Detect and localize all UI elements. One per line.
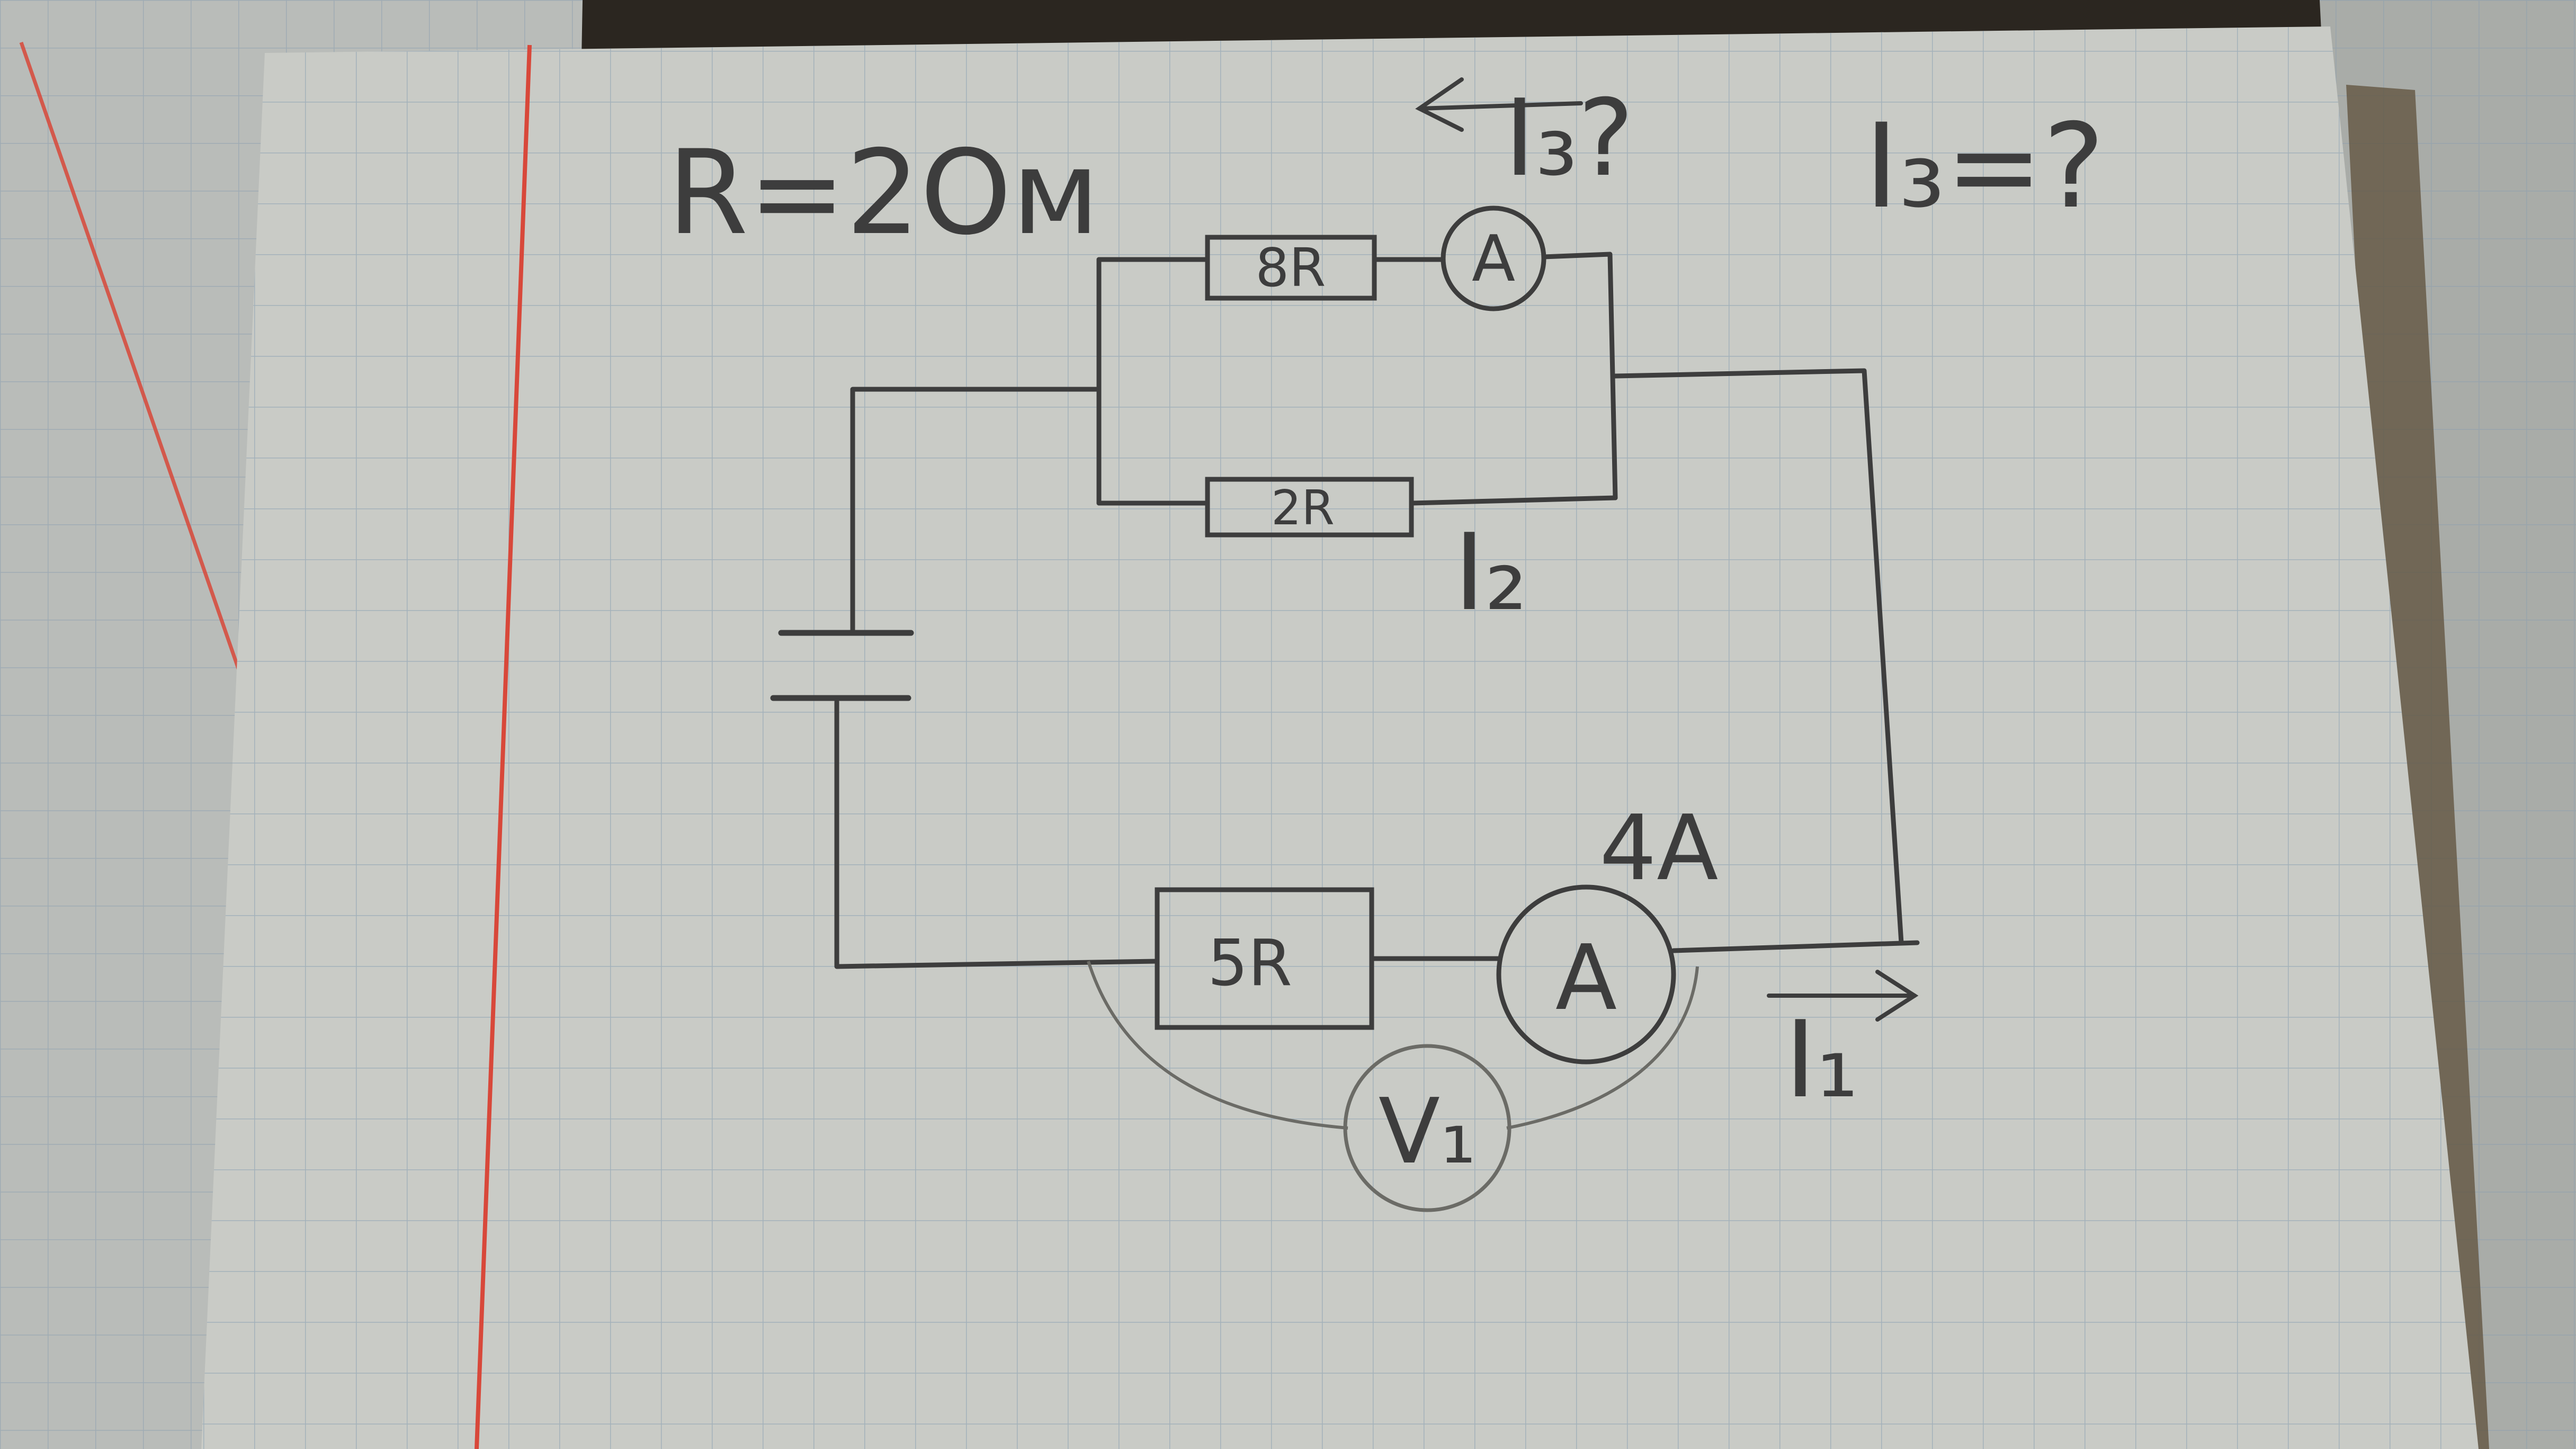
resistor-5r: 5R bbox=[1155, 887, 1374, 1030]
wire-top-branch-c bbox=[1541, 252, 1618, 500]
current-i2-label: I₂ bbox=[1454, 511, 1527, 634]
voltmeter: V₁ bbox=[1087, 961, 1699, 1212]
resistor-2r-label: 2R bbox=[1271, 480, 1335, 536]
unknown-i3-left: I₃? bbox=[1504, 77, 1634, 200]
resistor-5r-label: 5R bbox=[1208, 927, 1292, 1000]
given-r-value: R=2Ом bbox=[667, 125, 1099, 261]
ammeter-top-label: A bbox=[1472, 222, 1515, 296]
wire-right bbox=[1613, 368, 1904, 945]
current-i1-label: I₁ bbox=[1785, 998, 1858, 1122]
resistor-8r: 8R bbox=[1205, 235, 1377, 301]
wire-bottom-right bbox=[1671, 940, 1920, 953]
main-paper-sheet bbox=[201, 26, 2479, 1449]
arrow-i1 bbox=[1767, 970, 1919, 1022]
wire-bottom-left bbox=[834, 699, 1160, 969]
arrow-i3 bbox=[1415, 77, 1583, 132]
battery-symbol bbox=[770, 630, 914, 701]
resistor-2r: 2R bbox=[1205, 477, 1414, 538]
voltmeter-label: V₁ bbox=[1379, 1079, 1476, 1184]
unknown-i3-right: I₃=? bbox=[1864, 99, 2105, 234]
ammeter-bottom: A bbox=[1496, 884, 1676, 1065]
resistor-8r-label: 8R bbox=[1255, 237, 1326, 299]
wire-top-left bbox=[850, 387, 1099, 636]
margin-line bbox=[475, 44, 532, 1449]
ammeter-top: A bbox=[1441, 205, 1546, 311]
ammeter-reading: 4A bbox=[1599, 796, 1718, 901]
ammeter-bottom-label: A bbox=[1555, 926, 1617, 1031]
circuit-wires bbox=[834, 252, 1920, 969]
wire-mid-branch-b bbox=[1409, 495, 1618, 506]
